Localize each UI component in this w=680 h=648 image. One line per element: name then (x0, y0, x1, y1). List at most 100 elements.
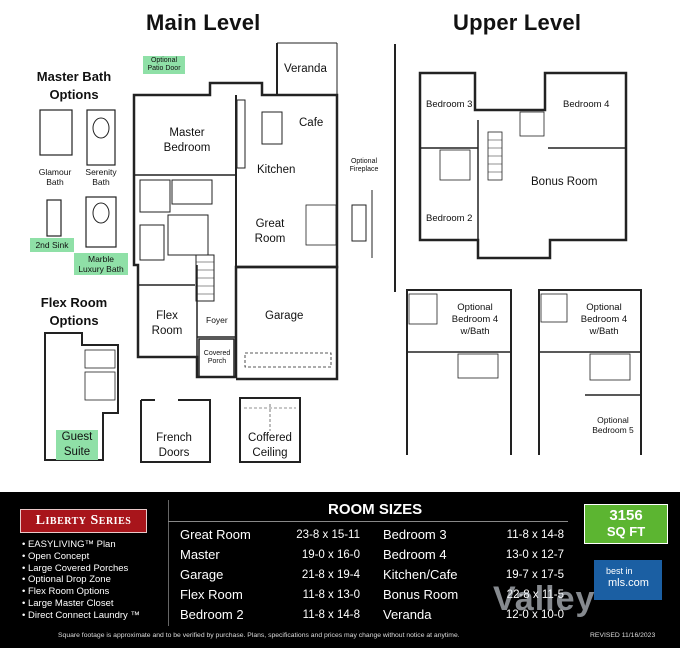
porch-line: Porch (207, 358, 227, 365)
revised-date: REVISED 11/16/2023 (590, 632, 656, 639)
option-a-outline (406, 289, 512, 455)
optional-bedroom-4-bath-a: Optional Bedroom 4 w/Bath (446, 302, 504, 338)
sqft-unit: SQ FT (606, 524, 646, 539)
option-line: Serenity (85, 167, 117, 177)
feature-item: • Large Covered Porches (22, 562, 129, 574)
opt-c-line: Bedroom 5 (592, 425, 634, 435)
master-line: Master (169, 127, 205, 139)
feature-text: Direct Connect Laundry ™ (27, 609, 140, 621)
opt-a-line: Optional (457, 302, 493, 313)
patio-line: Patio Door (147, 65, 181, 72)
option-line: Bath (92, 177, 110, 187)
glamour-bath-label: Glamour Bath (32, 167, 78, 187)
logo-tag: best in (606, 566, 633, 576)
master-bath-heading-line1: Master Bath (36, 69, 112, 84)
room-name: Great Room (180, 527, 251, 542)
guest-suite-outline (44, 332, 119, 461)
kitchen-label: Kitchen (257, 164, 296, 176)
flex-heading-line1: Flex Room (40, 295, 108, 310)
bonus-room-label: Bonus Room (531, 176, 598, 188)
room-name: Bedroom 4 (383, 547, 447, 562)
marble-luxury-bath-label: Marble Luxury Bath (74, 253, 128, 275)
room-name: Kitchen/Cafe (383, 567, 458, 582)
veranda-outline (277, 42, 338, 95)
optional-bedroom-4-bath-b: Optional Bedroom 4 w/Bath (575, 302, 633, 338)
fireplace-line: Optional (350, 158, 378, 165)
room-size: 11-8 x 14-8 (506, 529, 564, 541)
room-name: Bedroom 3 (383, 527, 447, 542)
feature-text: Optional Drop Zone (27, 574, 111, 586)
feature-item: • Direct Connect Laundry ™ (22, 609, 140, 621)
optional-fireplace-label: Optional Fireplace (344, 158, 384, 174)
master-bedroom-label: Master Bedroom (155, 126, 219, 156)
veranda-label: Veranda (284, 63, 327, 75)
room-name: Garage (180, 567, 224, 582)
feature-item: • EASYLIVING™ Plan (22, 539, 116, 550)
covered-porch-label: Covered Porch (199, 350, 235, 366)
coffered-ceiling-label: Coffered Ceiling (241, 431, 299, 461)
opt-b-line: w/Bath (589, 326, 619, 337)
coffered-line: Ceiling (252, 447, 288, 459)
foyer-label: Foyer (206, 315, 228, 325)
great-room-label: Great Room (245, 217, 295, 247)
french-line: French (156, 432, 192, 444)
option-line: Luxury Bath (78, 264, 124, 274)
flex-line: Room (151, 325, 183, 337)
room-sizes-heading: ROOM SIZES (328, 501, 423, 518)
disclaimer: Square footage is approximate and to be … (58, 632, 460, 639)
flex-line: Flex (156, 310, 178, 322)
panel-divider (168, 500, 169, 626)
room-sizes-panel: Liberty Series • EASYLIVING™ Plan • Open… (0, 492, 680, 648)
cafe-label: Cafe (299, 117, 324, 129)
room-size: 19-7 x 17-5 (505, 569, 564, 581)
patio-line: Optional (150, 57, 178, 64)
master-line: Bedroom (163, 142, 211, 154)
room-name: Flex Room (180, 587, 243, 602)
bedroom-3-label: Bedroom 3 (426, 99, 473, 110)
opt-a-line: w/Bath (460, 326, 490, 337)
room-size: 13-0 x 12-7 (505, 549, 564, 561)
french-doors-label: French Doors (146, 431, 202, 461)
fireplace-line: Fireplace (349, 166, 379, 173)
room-size: 11-8 x 13-0 (302, 589, 360, 601)
master-bath-heading-line2: Options (49, 87, 99, 102)
flex-options-heading: Flex Room Options (24, 294, 124, 330)
guest-line: Suite (63, 446, 91, 458)
room-size: 12-0 x 10-0 (505, 609, 564, 621)
guest-line: Guest (61, 431, 93, 443)
feature-item: • Open Concept (22, 550, 90, 562)
flex-room-label: Flex Room (145, 309, 189, 339)
opt-b-line: Optional (586, 302, 622, 313)
feature-item: • Large Master Closet (22, 597, 114, 609)
opt-b-line: Bedroom 4 (580, 314, 628, 325)
upper-level-title: Upper Level (453, 10, 582, 35)
sqft-badge: 3156 SQ FT (584, 504, 668, 544)
valley-watermark: Valley (493, 580, 596, 618)
second-sink-label: 2nd Sink (30, 238, 74, 252)
room-size: 11-8 x 14-8 (302, 609, 360, 621)
feature-text: Flex Room Options (27, 586, 110, 598)
option-line: Glamour (38, 167, 72, 177)
mls-logo-box: best in mls.com (594, 560, 662, 600)
feature-text: Large Master Closet (27, 597, 114, 609)
sqft-value: 3156 (609, 507, 643, 524)
feature-item: • Flex Room Options (22, 586, 110, 598)
opt-a-line: Bedroom 4 (451, 314, 499, 325)
garage-label: Garage (265, 310, 304, 322)
liberty-series-badge: Liberty Series (20, 509, 147, 533)
serenity-bath-label: Serenity Bath (78, 167, 124, 187)
flex-heading-line2: Options (49, 313, 99, 328)
guest-suite-label: Guest Suite (56, 430, 98, 460)
series-features: • EASYLIVING™ Plan • Open Concept • Larg… (22, 539, 140, 622)
coffered-line: Coffered (248, 432, 292, 444)
room-size: 22-8 x 11-5 (506, 589, 564, 601)
option-b-outline (538, 289, 642, 455)
coffered-ceiling-outline (239, 397, 301, 463)
room-name: Bedroom 2 (180, 607, 244, 622)
feature-text: Large Covered Porches (27, 562, 129, 574)
room-size: 21-8 x 19-4 (301, 569, 360, 581)
main-level-title: Main Level (146, 10, 261, 35)
bedroom-4-label: Bedroom 4 (563, 99, 610, 110)
room-size: 19-0 x 16-0 (301, 549, 360, 561)
optional-bedroom-5: Optional Bedroom 5 (587, 415, 639, 435)
